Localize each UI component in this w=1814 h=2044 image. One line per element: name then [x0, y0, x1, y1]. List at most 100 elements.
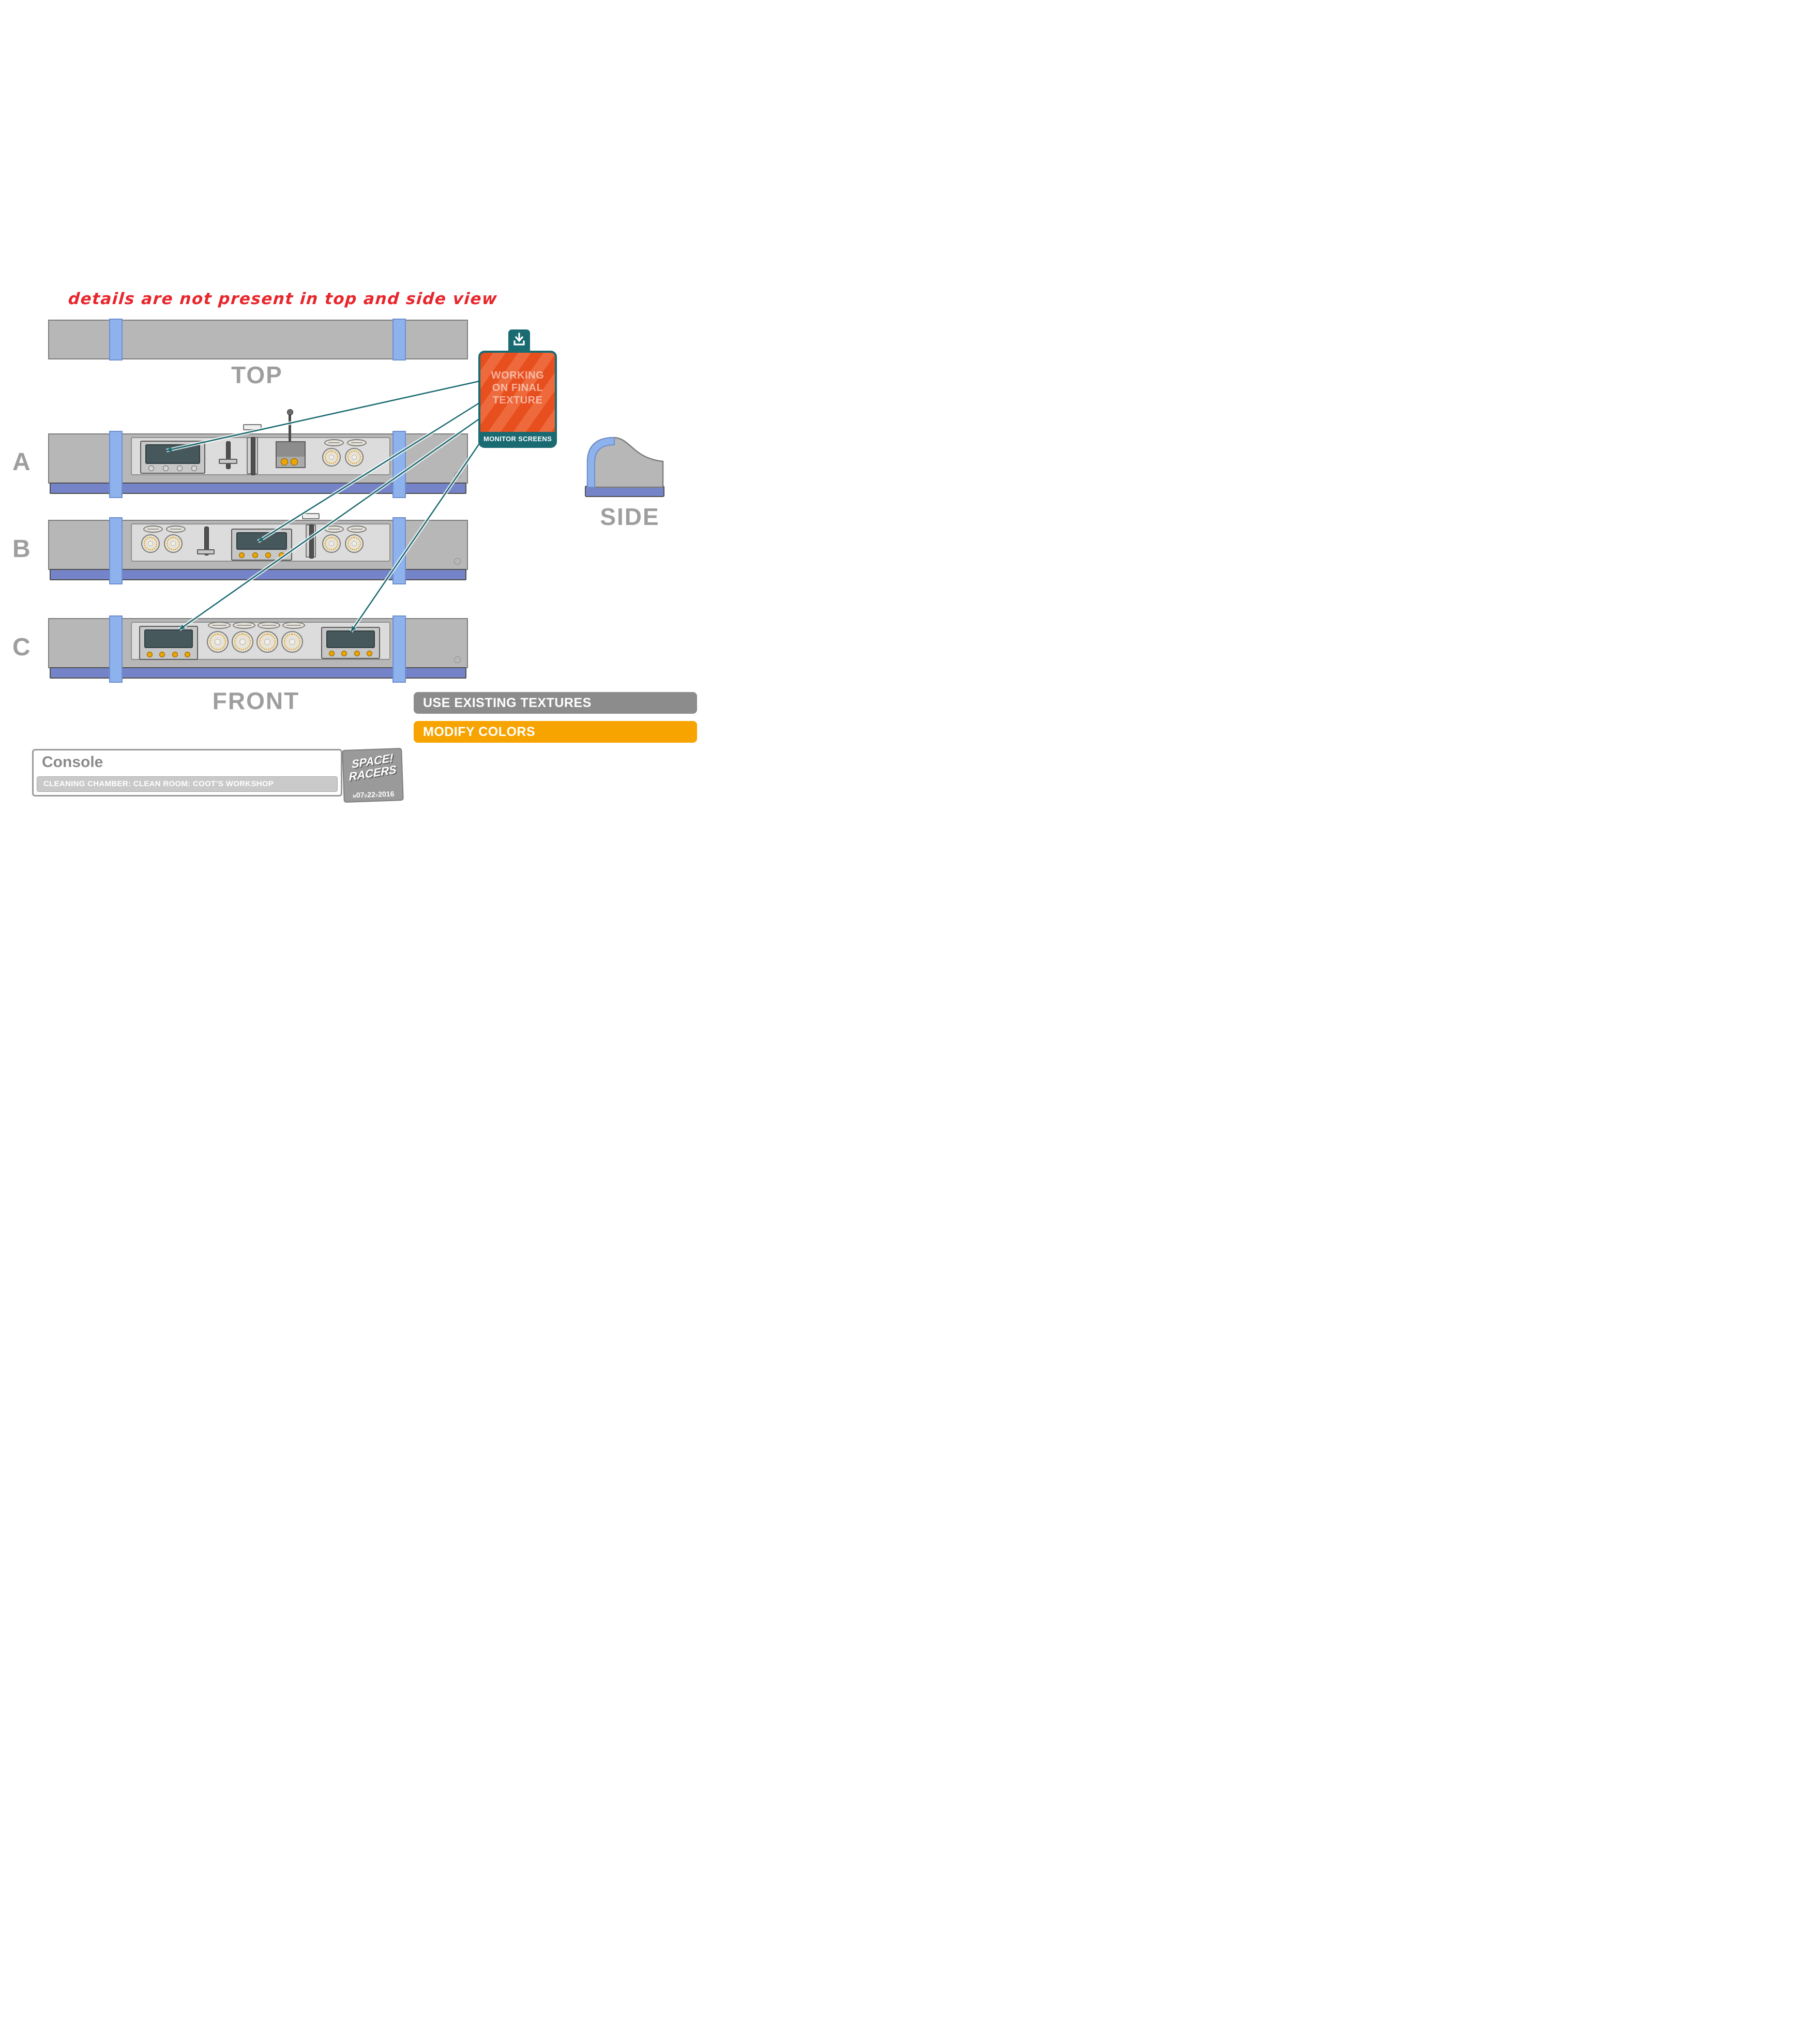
- button-row: [235, 552, 288, 558]
- screw: [454, 472, 461, 478]
- button-dot: [185, 652, 191, 657]
- oval-knob: [233, 622, 255, 629]
- slider-handle: [197, 549, 215, 554]
- console-b-drawing: [48, 513, 468, 584]
- oval-knob: [166, 525, 186, 533]
- console-b-strap-left: [109, 517, 123, 584]
- lever-knob: [287, 409, 293, 415]
- date-value: 22: [367, 790, 376, 799]
- gauge-dial: [345, 448, 364, 467]
- button-dot: [148, 465, 155, 471]
- console-a-drawing: [48, 409, 468, 498]
- screw: [454, 558, 461, 565]
- button-row: [144, 465, 201, 471]
- button-dot: [191, 465, 197, 471]
- badge-text: WORKING ON FINAL TEXTURE: [480, 369, 555, 407]
- slider-track: [226, 441, 231, 469]
- logo-wordmark: SPACE! RACERS: [344, 750, 401, 784]
- console-a-strap-left: [109, 431, 123, 498]
- lever-stick: [289, 413, 291, 442]
- gauge-dial: [281, 631, 303, 653]
- monitor-screen-module: [140, 441, 205, 474]
- gauge-dial: [322, 534, 341, 553]
- oval-knob: [208, 622, 231, 629]
- top-view-strap-right: [392, 319, 406, 360]
- console-c-base: [50, 667, 466, 679]
- monitor-screen: [236, 532, 287, 550]
- button-dot: [146, 652, 153, 657]
- oval-knob: [347, 439, 367, 446]
- screw: [454, 656, 461, 663]
- top-view-label: TOP: [231, 362, 283, 388]
- title-block: Console CLEANING CHAMBER: CLEAN ROOM: CO…: [32, 749, 342, 796]
- download-icon: [513, 333, 525, 345]
- console-a-panel: [131, 409, 390, 475]
- annotation-note: details are not present in top and side …: [67, 290, 498, 308]
- tall-slider-track: [251, 437, 255, 475]
- button-dot: [239, 552, 245, 558]
- tall-slider-cap: [243, 424, 262, 430]
- button-dot: [328, 651, 335, 656]
- lever-light: [281, 458, 288, 465]
- oval-knob: [324, 525, 344, 533]
- gauge-dial: [322, 448, 341, 467]
- design-sheet: details are not present in top and side …: [0, 0, 724, 816]
- row-label-c: C: [12, 634, 31, 661]
- top-view-drawing: [48, 319, 468, 360]
- oval-knob: [324, 439, 344, 446]
- tall-slider-track: [309, 524, 314, 559]
- button-dot: [177, 465, 183, 471]
- date-value: 07: [356, 790, 365, 800]
- button-dot: [367, 651, 373, 656]
- badge-line: WORKING: [491, 370, 545, 381]
- console-b-panel: [131, 513, 390, 562]
- side-profile: [585, 437, 664, 497]
- console-c-strap-right: [392, 615, 406, 683]
- button-dot: [162, 465, 169, 471]
- row-label-b: B: [12, 535, 31, 563]
- badge-caption: MONITOR SCREENS: [480, 432, 555, 446]
- gauge-dial: [164, 534, 183, 553]
- top-view-strap-left: [109, 319, 123, 360]
- monitor-screen: [326, 630, 375, 648]
- monitor-screen-module: [139, 626, 198, 660]
- button-row: [143, 652, 194, 657]
- legend-modify-colors: MODIFY COLORS: [414, 721, 697, 743]
- sheet-date: M07D22Y2016: [344, 789, 402, 800]
- front-view-label: FRONT: [212, 687, 300, 714]
- console-a-strap-right: [392, 431, 406, 498]
- gauge-dial: [232, 631, 253, 653]
- texture-warning-badge: WORKING ON FINAL TEXTURE MONITOR SCREENS: [478, 351, 557, 448]
- lever-base: [276, 441, 306, 468]
- console-c-strap-left: [109, 615, 123, 683]
- oval-knob: [143, 525, 163, 533]
- oval-knob: [282, 622, 305, 629]
- sheet-subtitle: CLEANING CHAMBER: CLEAN ROOM: COOT’S WOR…: [37, 776, 338, 792]
- monitor-screen-module: [231, 529, 292, 561]
- gauge-dial: [207, 631, 229, 653]
- date-value: 2016: [377, 789, 395, 799]
- gauge-dial: [141, 534, 160, 553]
- space-racers-logo: SPACE! RACERS M07D22Y2016: [342, 748, 404, 803]
- row-label-a: A: [12, 448, 31, 476]
- console-c-panel: [131, 622, 390, 660]
- oval-knob: [347, 525, 367, 533]
- tall-slider-cap: [302, 513, 320, 519]
- legend-existing-textures: USE EXISTING TEXTURES: [414, 692, 697, 714]
- button-dot: [252, 552, 258, 558]
- side-view-label: SIDE: [600, 503, 660, 530]
- lever-light: [291, 458, 298, 465]
- badge-line: TEXTURE: [492, 395, 543, 406]
- monitor-screen-module: [321, 627, 380, 659]
- gauge-dial: [345, 534, 364, 553]
- slider-handle: [219, 459, 237, 464]
- button-dot: [354, 651, 360, 656]
- monitor-screen: [144, 629, 193, 648]
- console-b-strap-right: [392, 517, 406, 584]
- button-dot: [159, 652, 165, 657]
- button-dot: [341, 651, 347, 656]
- button-row: [325, 651, 376, 656]
- button-dot: [278, 552, 284, 558]
- side-view-drawing: [583, 429, 666, 499]
- button-dot: [265, 552, 271, 558]
